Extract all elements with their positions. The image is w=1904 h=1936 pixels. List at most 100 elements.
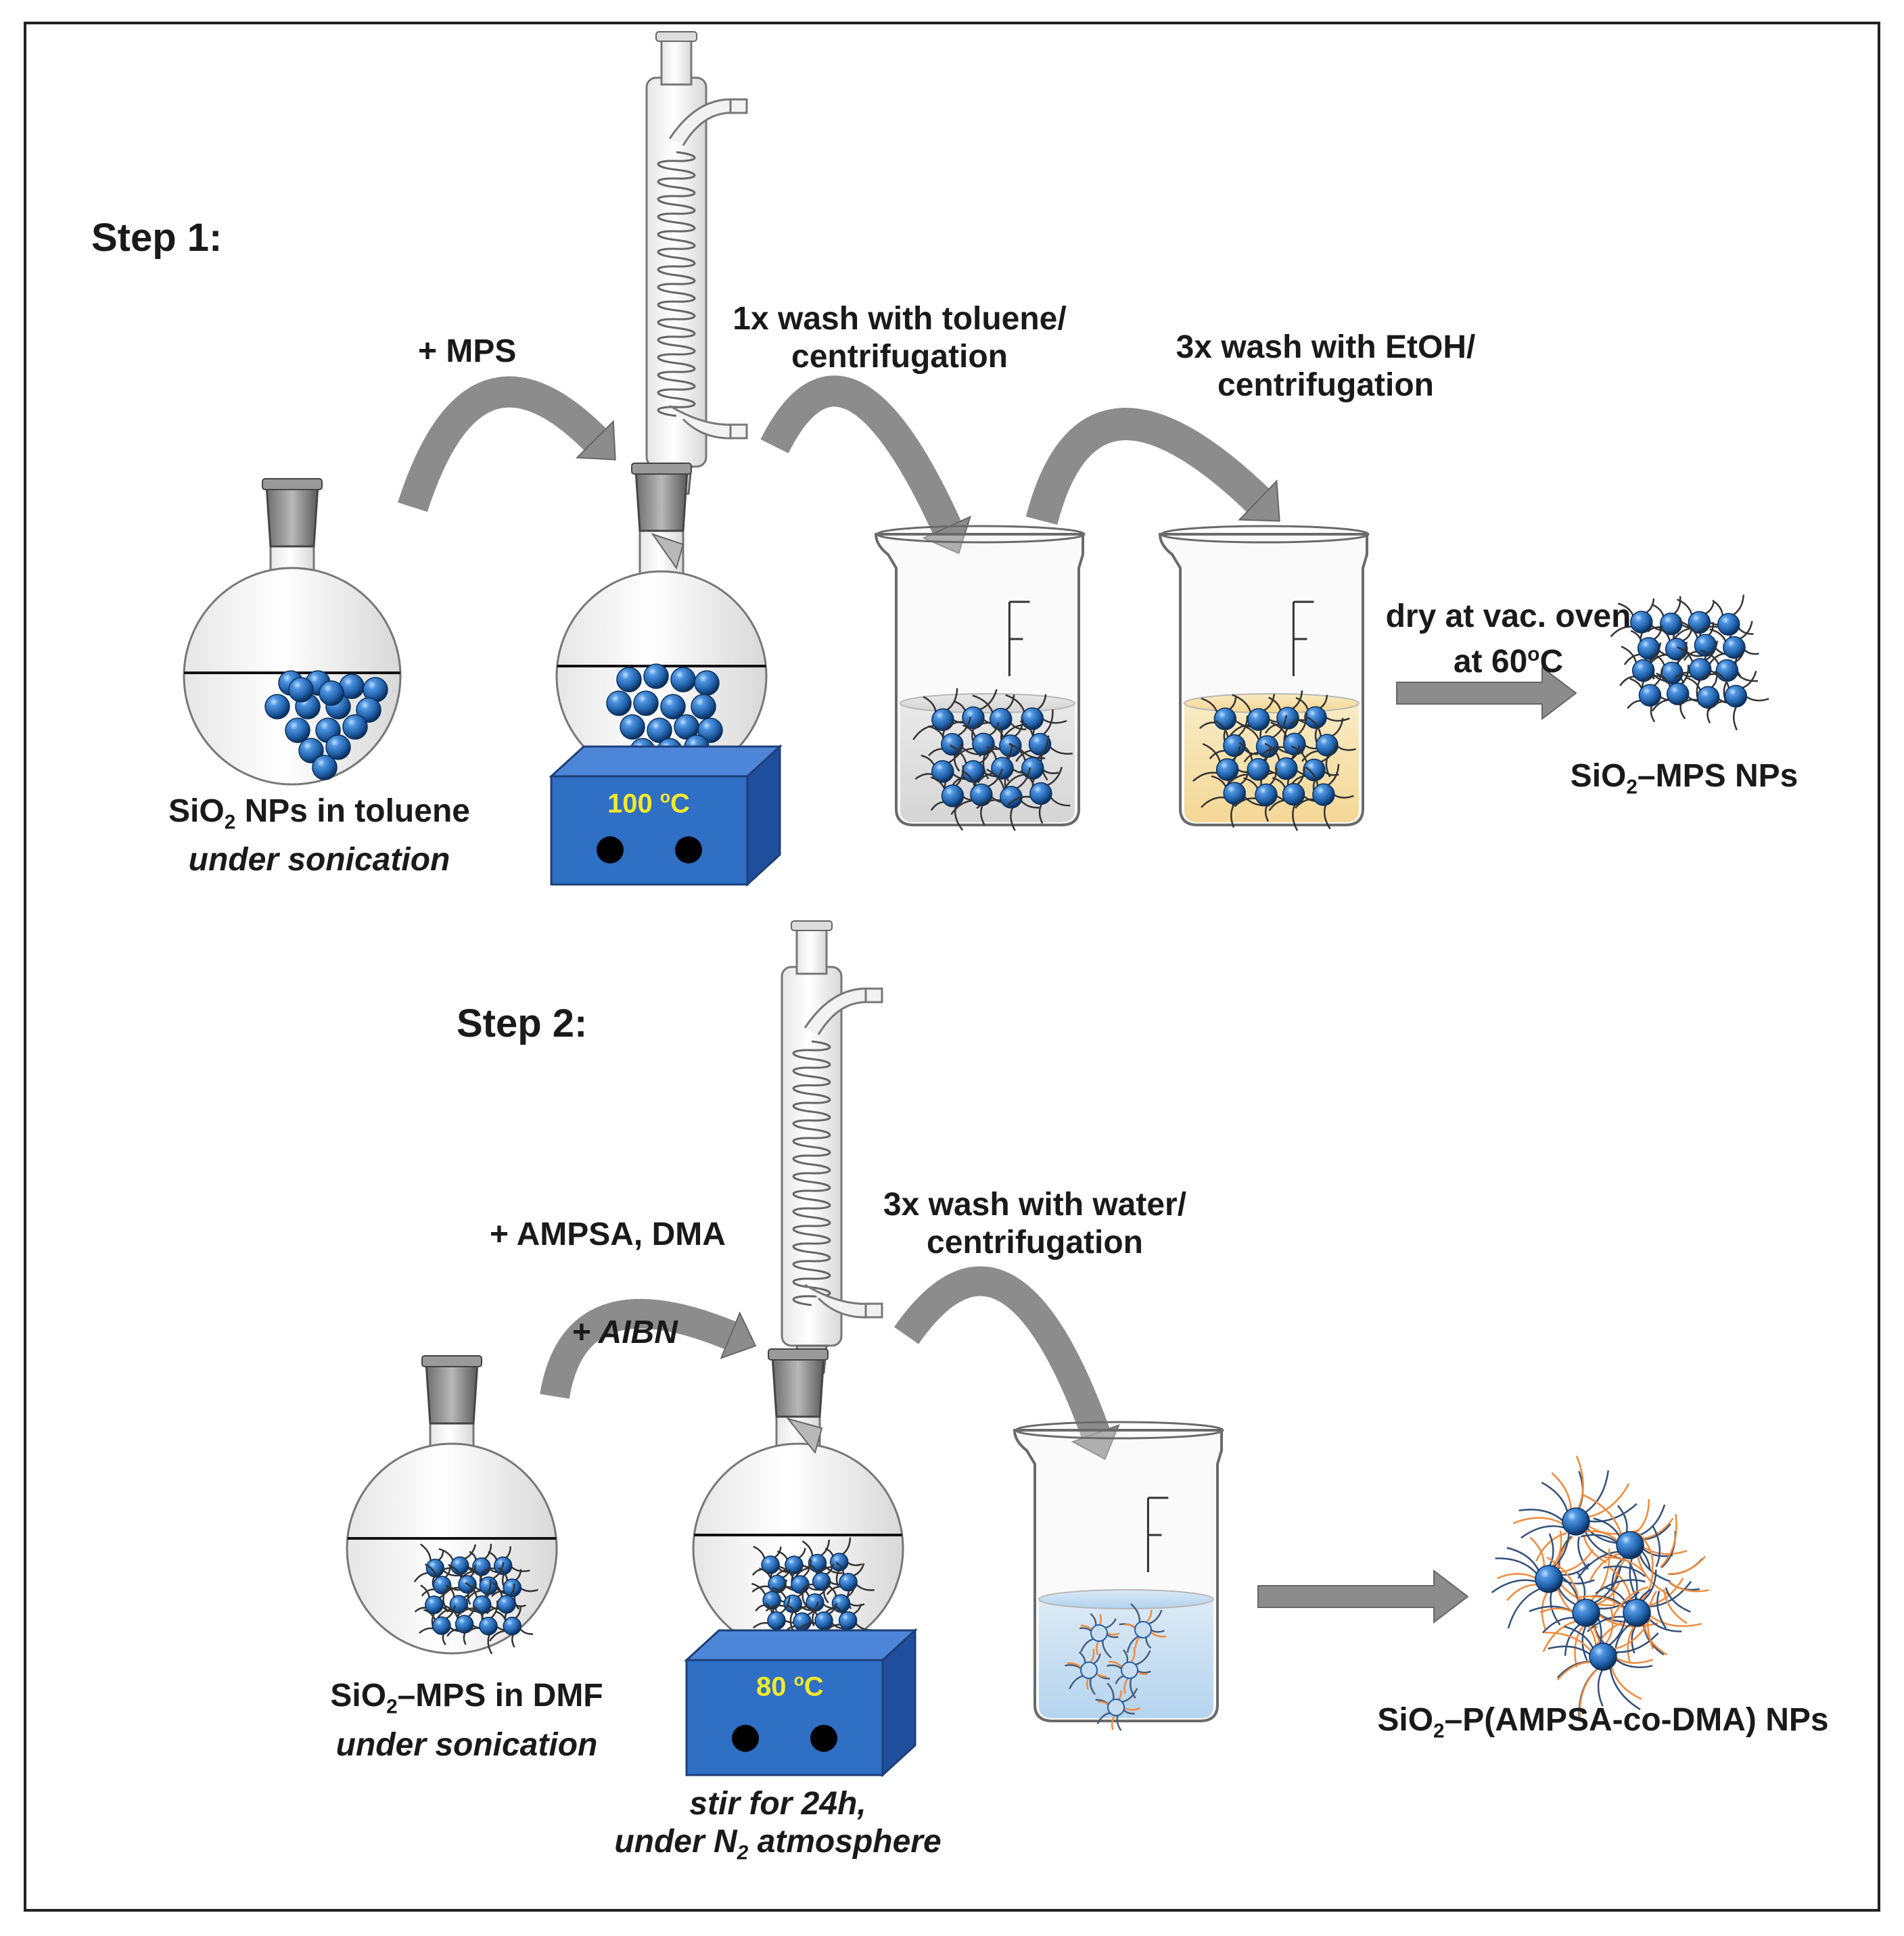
step1-flask-label: SiO2 NPs in toluene bbox=[150, 793, 488, 842]
silica-nanoparticle bbox=[1688, 658, 1712, 681]
polymer-chain bbox=[1629, 678, 1643, 689]
silica-nanoparticle bbox=[1247, 708, 1270, 731]
polymer-chain bbox=[1124, 1624, 1136, 1628]
polymer-chain bbox=[1679, 704, 1686, 719]
polymer-chain bbox=[413, 1572, 428, 1583]
step1-product-rest: –MPS NPs bbox=[1637, 758, 1798, 794]
polymer-chain bbox=[1560, 1563, 1590, 1576]
heater-top-face bbox=[549, 745, 783, 778]
polymer-chain bbox=[1215, 720, 1229, 738]
polymer-chain bbox=[1529, 1536, 1546, 1568]
polymer-chain bbox=[1581, 1470, 1610, 1515]
polymer-chain bbox=[1151, 1629, 1165, 1633]
polymer-chain bbox=[1019, 770, 1035, 786]
polymer-chain bbox=[1109, 1661, 1123, 1668]
polymer-chain bbox=[1042, 769, 1059, 774]
step1-wash1-label: 1x wash with toluene/ centrifugation bbox=[697, 300, 1102, 376]
silica-nanoparticle bbox=[312, 755, 338, 780]
polymer-chain bbox=[953, 700, 966, 711]
polymer-chain bbox=[1675, 641, 1688, 664]
step1-flask1-particles bbox=[264, 670, 388, 780]
polymer-chain bbox=[1069, 1675, 1084, 1690]
polymer-chain bbox=[1610, 1586, 1648, 1622]
arrow-shaft bbox=[760, 375, 961, 534]
silica-nanoparticle bbox=[783, 1594, 802, 1613]
step2-wash-line2: centrifugation bbox=[927, 1225, 1143, 1260]
beaker-rim bbox=[1015, 1421, 1224, 1440]
polymer-chain bbox=[1548, 1533, 1554, 1567]
polymer-chain bbox=[1326, 717, 1350, 722]
polymer-chain bbox=[979, 688, 998, 711]
polymer-chain bbox=[1665, 1587, 1691, 1613]
polymer-chain bbox=[1677, 646, 1694, 663]
polymer-chain bbox=[835, 1561, 845, 1575]
silica-nanoparticle bbox=[1717, 613, 1740, 636]
polymer-chain bbox=[1150, 1631, 1167, 1638]
polymer-chain bbox=[751, 1582, 766, 1595]
polymer-chain bbox=[1005, 694, 1015, 711]
polymer-chain bbox=[1238, 742, 1253, 761]
heater-front-face bbox=[685, 1659, 884, 1776]
silica-nanoparticle bbox=[1562, 1507, 1590, 1536]
polymer-chain bbox=[1648, 1613, 1702, 1628]
polymer-chain bbox=[1324, 805, 1331, 830]
silica-nanoparticle bbox=[1659, 612, 1683, 636]
silica-nanoparticle bbox=[761, 1555, 780, 1574]
polymer-chain bbox=[1050, 747, 1073, 755]
polymer-chain bbox=[1295, 798, 1314, 809]
polymer-chain bbox=[444, 1566, 451, 1578]
polymer-chain bbox=[420, 1584, 430, 1598]
silica-nanoparticle bbox=[1021, 707, 1044, 730]
step1-hotplate bbox=[549, 744, 783, 887]
step1-arrow-dry bbox=[1396, 665, 1577, 721]
polymer-chain bbox=[1656, 672, 1671, 687]
polymer-chain bbox=[1584, 1530, 1619, 1542]
silica-nanoparticle bbox=[1304, 706, 1327, 729]
condenser-outlet-nozzle bbox=[864, 1302, 883, 1319]
step2-hotplate bbox=[684, 1628, 918, 1778]
polymer-chain bbox=[1107, 1682, 1115, 1700]
step2-product-rest: –P(AMPSA-co-DMA) NPs bbox=[1444, 1702, 1829, 1738]
polymer-chain bbox=[488, 1551, 498, 1561]
polymer-chain bbox=[491, 1590, 505, 1597]
silica-nanoparticle bbox=[497, 1595, 516, 1614]
polymer-chain bbox=[1491, 1579, 1537, 1594]
polymer-chain bbox=[1320, 694, 1328, 709]
polymer-chain bbox=[424, 1563, 438, 1579]
silica-nanoparticle bbox=[1215, 758, 1239, 781]
silica-nanoparticle bbox=[455, 1615, 474, 1634]
polymer-chain bbox=[1575, 1455, 1584, 1513]
polymer-chain bbox=[1583, 1534, 1607, 1563]
polymer-chain bbox=[1619, 676, 1635, 686]
polymer-chain bbox=[833, 1605, 843, 1615]
beaker-glass bbox=[1013, 1429, 1223, 1722]
silica-nanoparticle bbox=[767, 1611, 786, 1630]
polymer-chain bbox=[1297, 767, 1305, 785]
polymer-chain bbox=[986, 768, 1005, 790]
heater-knob bbox=[597, 836, 624, 864]
step2-reflux-flask bbox=[692, 1348, 904, 1655]
polymer-chain bbox=[1135, 1650, 1151, 1666]
polymer-chain bbox=[1627, 1559, 1638, 1601]
polymer-chain bbox=[1111, 1715, 1116, 1730]
polymer-chain bbox=[1123, 1677, 1129, 1694]
step1-title: Step 1: bbox=[91, 216, 223, 260]
polymer-chain bbox=[1270, 722, 1288, 738]
polymer-chain bbox=[829, 1603, 838, 1615]
polymer-chain bbox=[1080, 1624, 1092, 1631]
polymer-chain bbox=[1580, 1534, 1619, 1544]
polymer-chain bbox=[1005, 694, 1025, 712]
polymer-chain bbox=[1201, 697, 1218, 713]
silica-nanoparticle bbox=[450, 1556, 469, 1576]
silica-nanoparticle bbox=[697, 717, 723, 743]
polymer-chain bbox=[846, 1587, 855, 1598]
polymer-chain bbox=[1646, 598, 1655, 613]
arrow-shaft bbox=[540, 1298, 737, 1399]
silica-nanoparticle bbox=[503, 1616, 522, 1636]
silica-nanoparticle bbox=[1724, 684, 1748, 708]
step2-add-monomers-label: + AMPSA, DMA bbox=[490, 1217, 726, 1252]
polymer-chain bbox=[456, 1607, 475, 1618]
polymer-chain bbox=[1295, 697, 1309, 711]
polymer-chain bbox=[780, 1597, 791, 1614]
joint-lip bbox=[421, 1355, 482, 1367]
